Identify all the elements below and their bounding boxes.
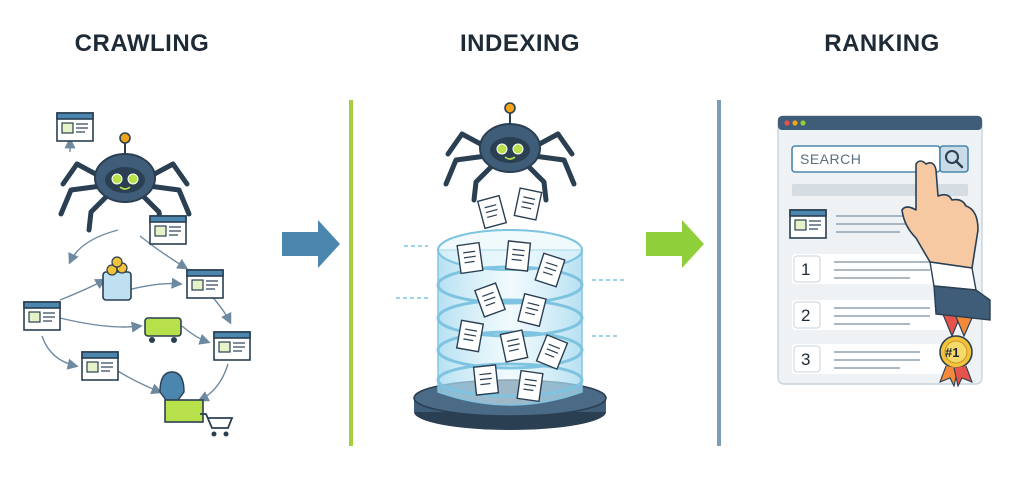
rank-number: 1 (801, 260, 810, 279)
rank-number: 3 (801, 350, 810, 369)
web-page-icon (213, 331, 251, 361)
close-dot-icon (784, 120, 790, 126)
maximize-dot-icon (800, 120, 806, 126)
database-jar-icon (102, 256, 132, 301)
result-page-icon (789, 209, 827, 239)
web-page-icon (149, 215, 187, 245)
divider-blue (717, 100, 721, 446)
minimize-dot-icon (792, 120, 798, 126)
web-page-icon (23, 301, 61, 331)
indexing-title: INDEXING (459, 30, 580, 57)
cart-icon (200, 413, 234, 437)
search-icon (945, 150, 964, 169)
list-item[interactable] (789, 209, 912, 239)
web-page-icon (56, 112, 94, 142)
indexing-illustration (396, 103, 624, 430)
web-page-icon (186, 269, 224, 299)
pointing-hand-icon (901, 160, 991, 321)
rank-number: 2 (801, 306, 810, 325)
medal-label: #1 (945, 345, 959, 360)
search-button[interactable] (939, 145, 969, 173)
list-item[interactable]: 1 (792, 254, 968, 284)
arrow-right-icon (282, 220, 340, 268)
list-item[interactable]: 2 (792, 300, 968, 330)
indexing-robot-icon (446, 103, 574, 200)
ranking-title: RANKING (824, 30, 940, 57)
web-page-icon (81, 351, 119, 381)
divider-green (349, 100, 353, 446)
search-placeholder: SEARCH (800, 151, 861, 167)
location-pin-icon (159, 371, 204, 423)
crawling-illustration (23, 112, 251, 437)
crawling-title: CRAWLING (74, 30, 210, 57)
shopping-cart-icon (144, 317, 182, 343)
arrow-right-icon (646, 220, 704, 268)
ranking-illustration: SEARCH 1 2 (777, 115, 991, 388)
list-item[interactable]: 3 (792, 344, 968, 374)
